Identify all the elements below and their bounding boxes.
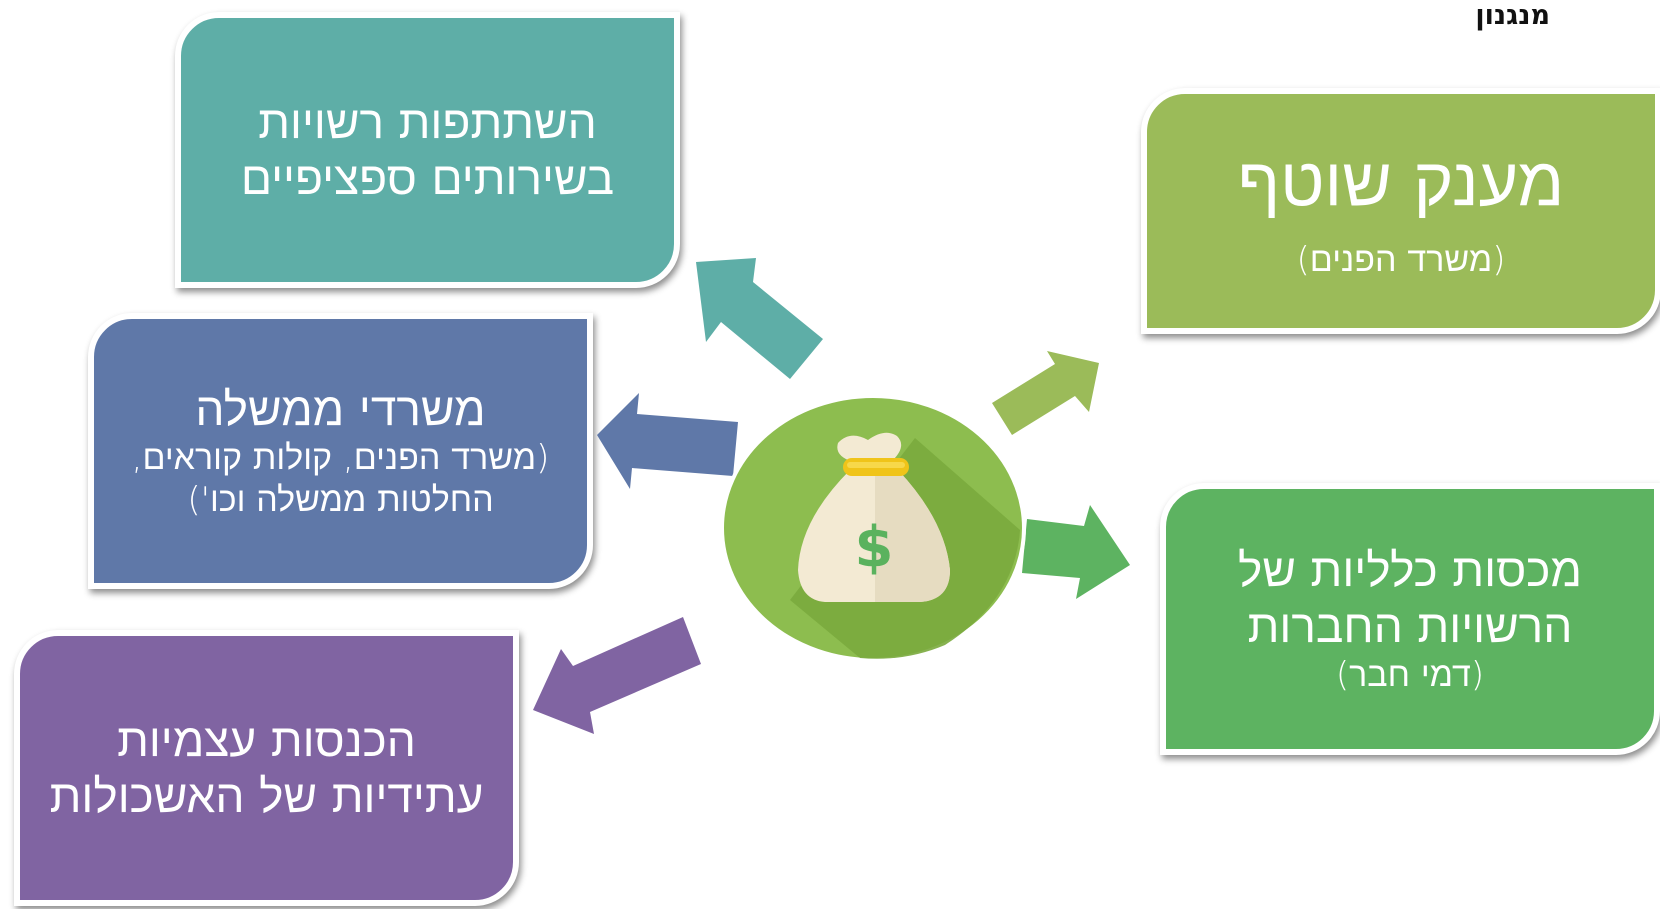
arrow-to-top-left xyxy=(696,258,823,379)
box-line: הכנסות עצמיות xyxy=(117,713,416,767)
box-municipal-participation: השתתפות רשויות בשירותים ספציפיים xyxy=(175,12,680,288)
arrow-to-middle-left xyxy=(597,393,738,489)
center-money-bag: $ xyxy=(720,394,1026,662)
arrow-to-top-right xyxy=(992,351,1099,435)
box-ongoing-grant: מענק שוטף (משרד הפנים) xyxy=(1141,88,1660,334)
money-bag-icon: $ xyxy=(798,432,950,602)
box-line: החלטות ממשלה וכו') xyxy=(187,480,494,520)
corner-label: מנגנון xyxy=(1475,0,1550,31)
box-title: משרדי ממשלה xyxy=(195,382,486,436)
box-future-own-revenues: הכנסות עצמיות עתידיות של האשכולות xyxy=(14,630,519,906)
box-line: (משרד הפנים, קולות קוראים, xyxy=(131,438,550,478)
box-line: מכסות כלליות של xyxy=(1237,543,1583,597)
arrow-to-bottom-right xyxy=(1022,505,1130,599)
box-title: מענק שוטף xyxy=(1237,143,1565,222)
arrow-to-bottom-left xyxy=(533,617,701,734)
box-line: הרשויות החברות xyxy=(1247,599,1573,653)
box-line: השתתפות רשויות xyxy=(258,95,597,149)
box-line: עתידיות של האשכולות xyxy=(49,769,484,823)
dollar-sign: $ xyxy=(855,515,894,580)
box-line: (דמי חבר) xyxy=(1335,655,1485,695)
box-member-quotas: מכסות כלליות של הרשויות החברות (דמי חבר) xyxy=(1160,483,1660,755)
box-line: בשירותים ספציפיים xyxy=(240,151,615,205)
box-subtitle: (משרד הפנים) xyxy=(1296,240,1506,280)
box-government-ministries: משרדי ממשלה (משרד הפנים, קולות קוראים, ה… xyxy=(88,313,593,589)
